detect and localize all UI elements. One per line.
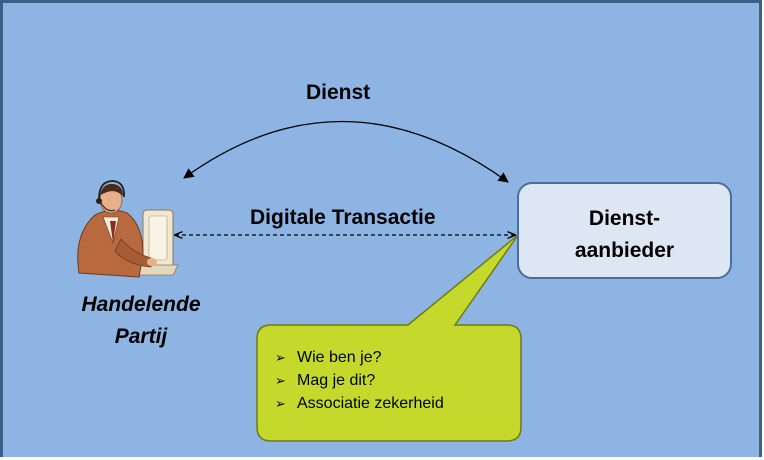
service-label: Dienst xyxy=(306,81,371,104)
callout-item-text: Wie ben je? xyxy=(297,349,382,366)
service-provider-box: Dienst- aanbieder xyxy=(517,182,732,279)
arrow-bullet-icon: ➢ xyxy=(275,396,286,411)
party-line-1: Handelende xyxy=(81,293,201,316)
callout-item-text: Associatie zekerheid xyxy=(297,395,444,412)
acting-party-label: Handelende Partij xyxy=(55,289,227,353)
party-line-2: Partij xyxy=(114,325,168,348)
diagram-graphics xyxy=(77,120,522,442)
transaction-label: Digitale Transactie xyxy=(250,206,436,229)
provider-line-2: aanbieder xyxy=(574,239,675,262)
callout-bubble xyxy=(256,234,522,442)
arrow-bullet-icon: ➢ xyxy=(275,350,286,365)
list-item: ➢ Mag je dit? xyxy=(275,369,444,392)
person-at-computer-icon xyxy=(77,180,179,278)
callout-item-text: Mag je dit? xyxy=(297,372,376,389)
list-item: ➢ Associatie zekerheid xyxy=(275,392,444,415)
service-provider-label: Dienst- aanbieder xyxy=(519,203,730,267)
list-item: ➢ Wie ben je? xyxy=(275,346,444,369)
service-arrow xyxy=(183,120,509,183)
provider-line-1: Dienst- xyxy=(588,207,661,230)
arrow-bullet-icon: ➢ xyxy=(275,373,286,388)
callout-list: ➢ Wie ben je? ➢ Mag je dit? ➢ Associatie ze… xyxy=(275,346,444,415)
